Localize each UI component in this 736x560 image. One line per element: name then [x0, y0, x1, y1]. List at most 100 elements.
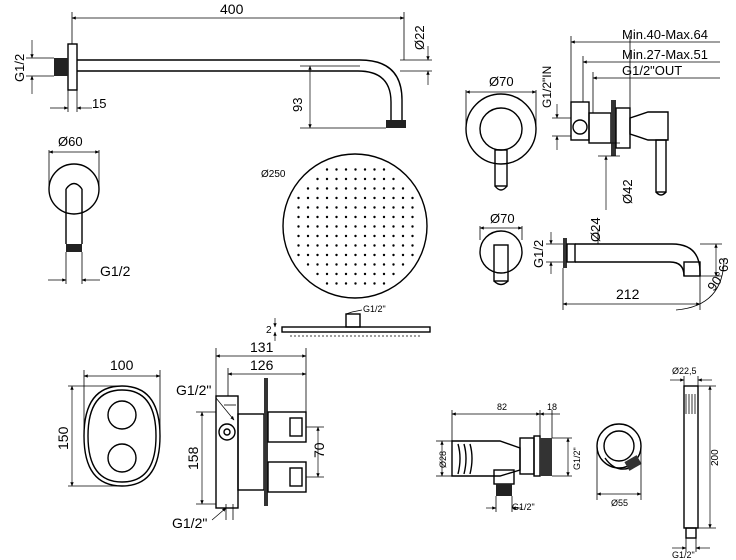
nozzle-dot [354, 177, 357, 181]
nozzle-dot [401, 253, 405, 257]
nozzle-dot [392, 196, 395, 200]
wall-elbow-drawing: 82 18 Ø28 G1/2" G1/2" [436, 402, 582, 512]
nozzle-dot [401, 234, 405, 238]
nozzle-dot [297, 253, 300, 257]
nozzle-dot [306, 187, 310, 190]
hand-length-label: 200 [710, 449, 721, 466]
wall-holder-drawing: Ø55 [596, 423, 642, 508]
nozzle-dot [411, 215, 414, 219]
nozzle-dot [382, 177, 386, 181]
elbow-len-1-label: 82 [497, 402, 507, 412]
side-thread-label: G1/2 [100, 263, 131, 279]
mixer-out-label: G1/2"OUT [622, 63, 682, 78]
nozzle-dot [306, 215, 310, 219]
thermostat-plate-drawing: 100 150 [55, 357, 161, 487]
nozzle-dot [373, 234, 376, 238]
nozzle-dot [344, 187, 348, 190]
nozzle-dot [306, 206, 310, 209]
shower-arm-drawing: 400 Ø22 G1/2 15 93 [12, 1, 432, 129]
nozzle-dot [363, 225, 367, 228]
nozzle-dot [297, 244, 300, 247]
nozzle-dot [306, 196, 310, 200]
nozzle-dot [373, 215, 376, 219]
nozzle-dot [344, 282, 348, 285]
nozzle-dot [363, 206, 367, 209]
nozzle-dot [373, 206, 376, 209]
mixer-drawing: Ø70 G1/2"IN Min.40-Max.64 Min.27-Max.51 … [465, 27, 720, 210]
mixer-inner-dia-label: Ø42 [620, 179, 635, 204]
nozzle-dot [297, 225, 300, 228]
nozzle-dot [382, 263, 386, 266]
nozzle-dot [335, 234, 338, 238]
nozzle-dot [382, 206, 386, 209]
nozzle-dot [401, 263, 405, 266]
mixer-in-label: G1/2"IN [540, 66, 554, 108]
nozzle-dot [325, 168, 329, 171]
elbow-len-2-label: 18 [547, 402, 557, 412]
side-flange-circle [48, 163, 100, 215]
thermo-thread-top-label: G1/2" [176, 382, 211, 398]
nozzle-dot [363, 187, 367, 190]
elbow-dia-label: Ø28 [438, 451, 448, 468]
elbow-thread-side-label: G1/2" [572, 447, 582, 470]
nozzle-dot [316, 177, 319, 181]
nozzle-dot [401, 196, 405, 200]
arm-flange [67, 43, 78, 91]
nozzle-dot [297, 206, 300, 209]
nozzle-dot [344, 225, 348, 228]
nozzle-dot [325, 215, 329, 219]
nozzle-dot [335, 244, 338, 247]
nozzle-dot [325, 272, 329, 276]
nozzle-dot [344, 272, 348, 276]
nozzle-dot [344, 215, 348, 219]
nozzle-dot [382, 196, 386, 200]
nozzle-dot [354, 225, 357, 228]
nozzle-dot [316, 206, 319, 209]
nozzle-dot [411, 206, 414, 209]
nozzle-dot [373, 272, 376, 276]
nozzle-dot [363, 196, 367, 200]
nozzle-dot [306, 244, 310, 247]
thermo-depth-1-label: 131 [250, 339, 274, 355]
nozzle-dot [392, 187, 395, 190]
spout-length-label: 212 [616, 286, 640, 302]
spout-dia-label: Ø24 [588, 217, 603, 242]
nozzle-dot [373, 187, 376, 190]
nozzle-dot [382, 187, 386, 190]
nozzle-dot [392, 206, 395, 209]
nozzle-dot [382, 282, 386, 285]
nozzle-dot [382, 253, 386, 257]
nozzle-dot [363, 168, 367, 171]
nozzle-dot [325, 206, 329, 209]
nozzle-dot [335, 177, 338, 181]
nozzle-dot [335, 206, 338, 209]
nozzle-dot [373, 253, 376, 257]
nozzle-dot [354, 196, 357, 200]
nozzle-dot [316, 253, 319, 257]
nozzle-dot [373, 263, 376, 266]
arm-thread-stub [54, 58, 68, 76]
nozzle-dot [354, 215, 357, 219]
nozzle-dot [354, 263, 357, 266]
nozzle-dot [354, 272, 357, 276]
nozzle-dot [316, 196, 319, 200]
thermo-width-label: 100 [110, 357, 134, 373]
nozzle-dot [316, 225, 319, 228]
nozzle-dot [325, 177, 329, 181]
nozzle-dot [335, 253, 338, 257]
nozzle-dot [382, 244, 386, 247]
nozzle-dot [325, 253, 329, 257]
nozzle-dot [306, 263, 310, 266]
nozzle-dot [411, 225, 414, 228]
hand-thread-label: G1/2" [672, 550, 695, 560]
nozzle-dot [306, 234, 310, 238]
head-thickness-label: 2 [266, 325, 272, 336]
nozzle-dot [316, 215, 319, 219]
nozzle-dot [335, 225, 338, 228]
spout-tube [575, 243, 701, 276]
thermo-thread-bottom-label: G1/2" [172, 515, 207, 531]
hand-shower-drawing: Ø22,5 200 G1/2" [670, 366, 721, 560]
nozzle-dot [325, 263, 329, 266]
nozzle-dot [297, 196, 300, 200]
